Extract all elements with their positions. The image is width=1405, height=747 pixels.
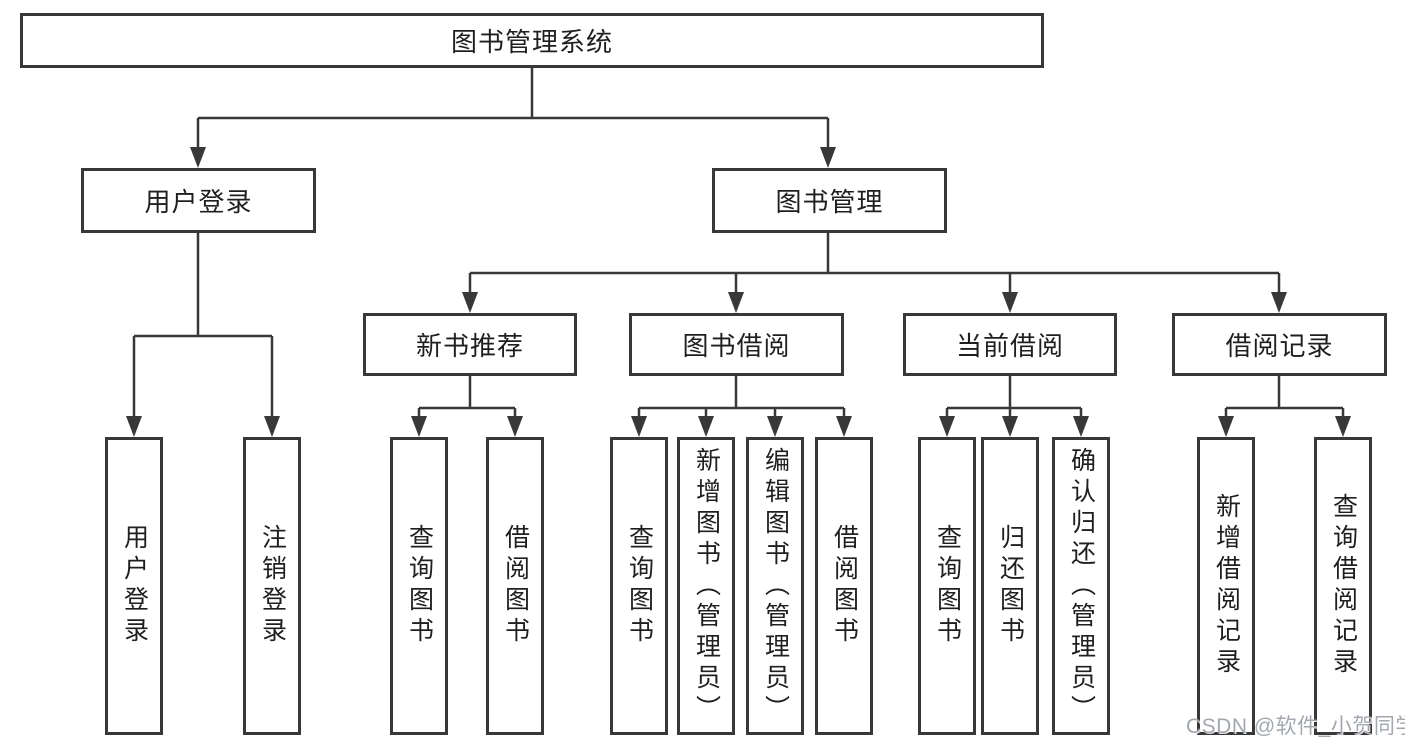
node-label: 借阅记录 (1225, 331, 1334, 361)
leaf-user-login: 用户登录 (105, 437, 163, 735)
leaf-label: 编辑图书（管理员） (761, 446, 790, 726)
leaf-confirm-return-admin: 确认归还（管理员） (1052, 437, 1110, 735)
node-label: 当前借阅 (955, 331, 1064, 361)
leaf-add-books-admin: 新增图书（管理员） (677, 437, 735, 735)
node-label: 图书管理 (775, 187, 884, 217)
leaf-query-books-3: 查询图书 (918, 437, 976, 735)
node-borrow-records: 借阅记录 (1172, 313, 1387, 376)
leaf-label: 借阅图书 (830, 524, 859, 648)
leaf-add-borrow-record: 新增借阅记录 (1197, 437, 1255, 735)
connector-book-borrow-leaves (637, 376, 846, 418)
leaf-query-borrow-record: 查询借阅记录 (1314, 437, 1372, 735)
arrow-icon (264, 416, 280, 437)
arrow-icon (190, 147, 206, 168)
arrowheads (126, 147, 1351, 437)
arrow-icon (1218, 416, 1234, 437)
leaf-return-books: 归还图书 (981, 437, 1039, 735)
leaf-label: 新增图书（管理员） (692, 446, 721, 726)
leaf-label: 确认归还（管理员） (1067, 446, 1096, 726)
arrow-icon (1002, 416, 1018, 437)
arrow-icon (411, 416, 427, 437)
leaf-query-books-2: 查询图书 (610, 437, 668, 735)
connector-user-login-leaves (132, 233, 274, 418)
node-book-borrow: 图书借阅 (629, 313, 844, 376)
arrow-icon (1073, 416, 1089, 437)
connector-book-management-level3 (468, 233, 1281, 294)
arrow-icon (507, 416, 523, 437)
csdn-watermark: CSDN @软件_小贺同学 (1186, 715, 1405, 738)
arrow-icon (836, 416, 852, 437)
arrow-icon (939, 416, 955, 437)
connector-new-book-leaves (417, 376, 517, 418)
connector-lines (132, 68, 1345, 418)
arrow-icon (126, 416, 142, 437)
leaf-query-books-1: 查询图书 (390, 437, 448, 735)
leaf-label: 归还图书 (996, 524, 1025, 648)
leaf-edit-books-admin: 编辑图书（管理员） (746, 437, 804, 735)
node-label: 新书推荐 (415, 331, 524, 361)
arrow-icon (462, 292, 478, 313)
arrow-icon (767, 416, 783, 437)
leaf-borrow-books-2: 借阅图书 (815, 437, 873, 735)
arrow-icon (1335, 416, 1351, 437)
connector-root-to-level2 (196, 68, 830, 149)
arrow-icon (631, 416, 647, 437)
node-current-borrow: 当前借阅 (903, 313, 1117, 376)
leaf-label: 注销登录 (258, 524, 287, 648)
arrow-icon (1271, 292, 1287, 313)
leaf-label: 用户登录 (120, 524, 149, 648)
leaf-label: 新增借阅记录 (1212, 493, 1241, 679)
leaf-label: 查询图书 (933, 524, 962, 648)
leaf-label: 借阅图书 (501, 524, 530, 648)
node-label: 用户登录 (144, 187, 253, 217)
node-label: 图书借阅 (682, 331, 791, 361)
node-user-login: 用户登录 (81, 168, 316, 233)
leaf-borrow-books-1: 借阅图书 (486, 437, 544, 735)
node-label: 图书管理系统 (450, 27, 613, 57)
leaf-label: 查询图书 (405, 524, 434, 648)
connector-current-borrow-leaves (945, 376, 1083, 418)
arrow-icon (698, 416, 714, 437)
node-book-management-system: 图书管理系统 (20, 13, 1044, 68)
leaf-logout: 注销登录 (243, 437, 301, 735)
arrow-icon (820, 147, 836, 168)
leaf-label: 查询图书 (625, 524, 654, 648)
node-new-book-recommend: 新书推荐 (363, 313, 577, 376)
arrow-icon (1002, 292, 1018, 313)
leaf-label: 查询借阅记录 (1329, 493, 1358, 679)
connector-borrow-records-leaves (1224, 376, 1345, 418)
node-book-management: 图书管理 (712, 168, 947, 233)
arrow-icon (728, 292, 744, 313)
